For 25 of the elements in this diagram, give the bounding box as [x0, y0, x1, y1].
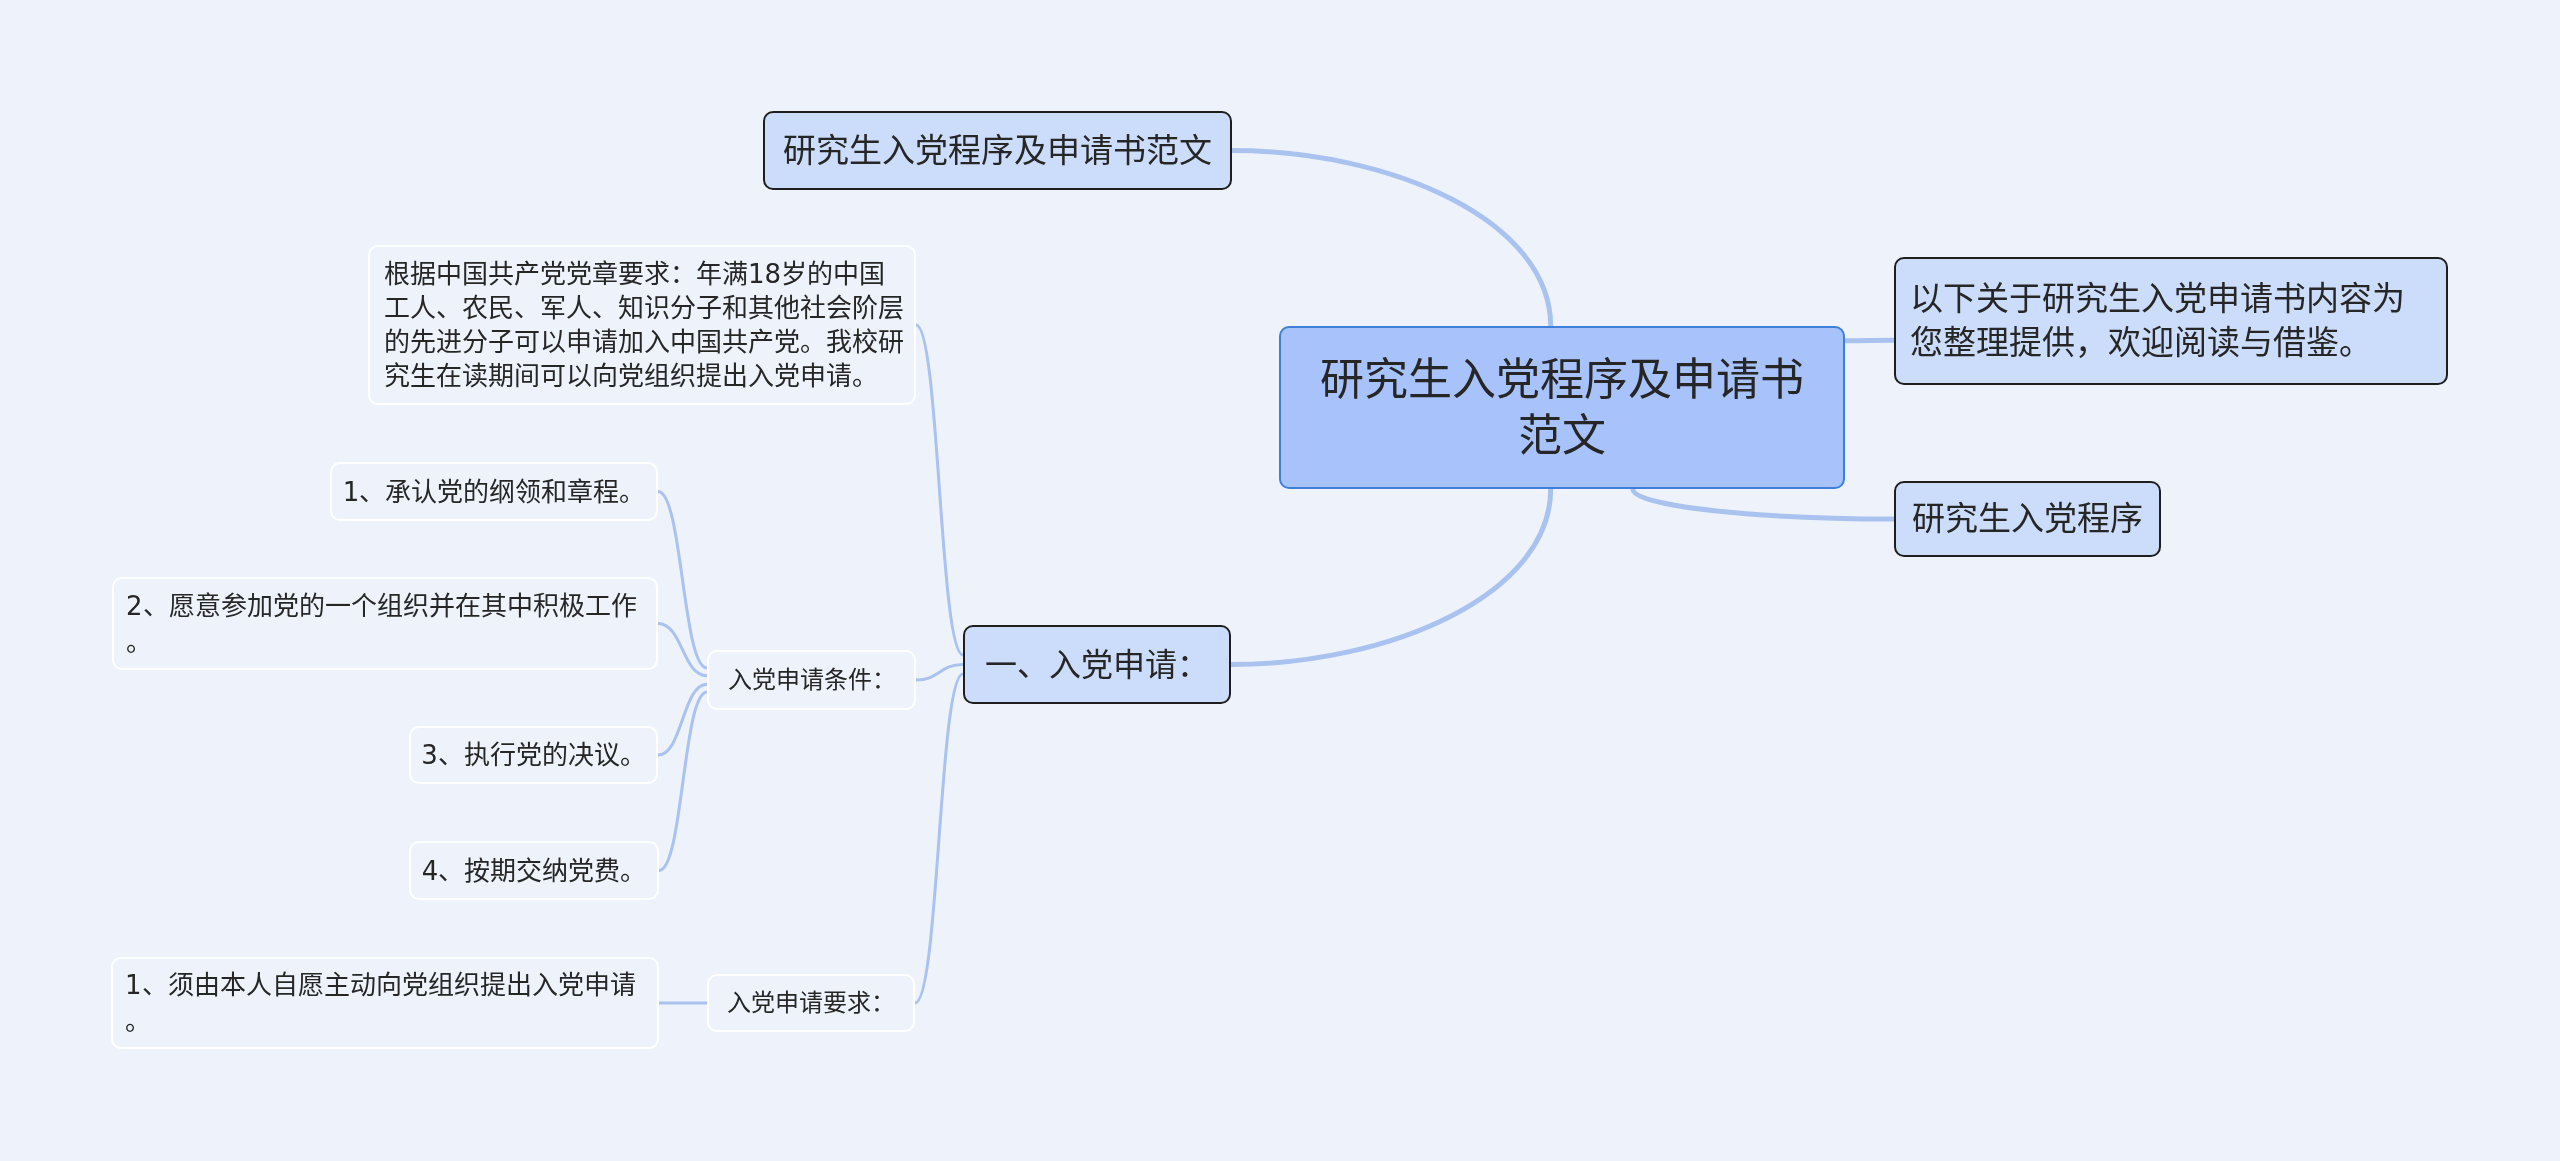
connector-line [657, 622, 708, 678]
subtopic-box: 4、按期交纳党费。 [409, 841, 659, 900]
topic-box: 一、入党申请： [963, 625, 1231, 704]
subtopic-box: 1、承认党的纲领和章程。 [330, 462, 658, 521]
connector-line [1230, 488, 1554, 667]
note-box: 以下关于研究生入党申请书内容为您整理提供，欢迎阅读与借鉴。 [1894, 257, 2448, 385]
subtopic-box: 2、愿意参加党的一个组织并在其中积极工作。 [112, 577, 658, 670]
subtopic-box: 入党申请要求： [707, 974, 915, 1032]
paragraph-box: 根据中国共产党党章要求：年满18岁的中国工人、农民、军人、知识分子和其他社会阶层的先进分子可以申请加入中国共产党。我校研究生在读期间可以向党组织提出入党申请。 [368, 245, 916, 405]
connector-line [657, 490, 708, 670]
subtopic-box: 1、须由本人自愿主动向党组织提出入党申请。 [111, 957, 659, 1049]
central-topic-box: 研究生入党程序及申请书范文 [1279, 326, 1845, 489]
subtopic-box: 3、执行党的决议。 [409, 726, 658, 784]
topic-box: 研究生入党程序 [1894, 481, 2161, 557]
connector-line [658, 690, 708, 872]
connector-line [1845, 337, 1894, 344]
connector-line [914, 324, 965, 656]
connector-line [659, 1001, 707, 1005]
subtopic-box: 入党申请条件： [707, 650, 916, 710]
connector-line [1630, 487, 1894, 522]
connector-line [657, 682, 708, 757]
topic-box: 研究生入党程序及申请书范文 [763, 111, 1232, 190]
connector-line [915, 663, 964, 682]
connector-line [913, 673, 965, 1004]
connector-line [1231, 148, 1554, 327]
